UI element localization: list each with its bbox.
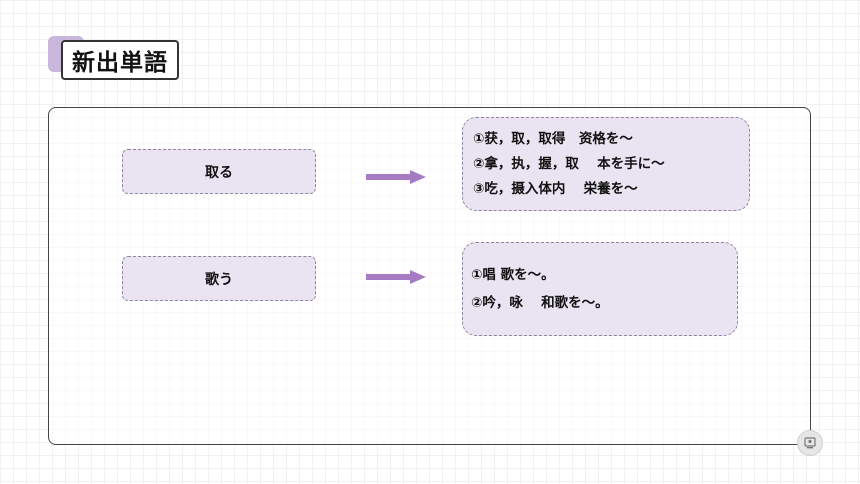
meanings-card-2: ①唱 歌を～。 ②吟，咏 和歌を～。 [462, 242, 738, 336]
presenter-glyph-icon [804, 437, 816, 449]
vocab-word-2: 歌う [122, 256, 316, 301]
presenter-icon[interactable] [797, 430, 823, 456]
right-arrow-icon [366, 270, 426, 284]
meaning-line: ②吟，咏 和歌を～。 [471, 295, 609, 311]
page-title: 新出単語 [61, 40, 179, 80]
vocab-word-1-text: 取る [205, 164, 233, 181]
vocab-word-1: 取る [122, 149, 316, 194]
vocab-word-2-text: 歌う [205, 271, 233, 288]
meaning-line: ②拿，执，握，取 本を手に～ [473, 155, 665, 172]
meaning-line: ①获，取，取得 资格を～ [473, 130, 633, 147]
meaning-line: ①唱 歌を～。 [471, 267, 555, 283]
right-arrow-icon [366, 170, 426, 184]
meaning-line: ③吃，摄入体内 栄養を～ [473, 180, 638, 197]
page-title-text: 新出単語 [72, 50, 168, 76]
meanings-card-1: ①获，取，取得 资格を～ ②拿，执，握，取 本を手に～ ③吃，摄入体内 栄養を～ [462, 117, 750, 211]
